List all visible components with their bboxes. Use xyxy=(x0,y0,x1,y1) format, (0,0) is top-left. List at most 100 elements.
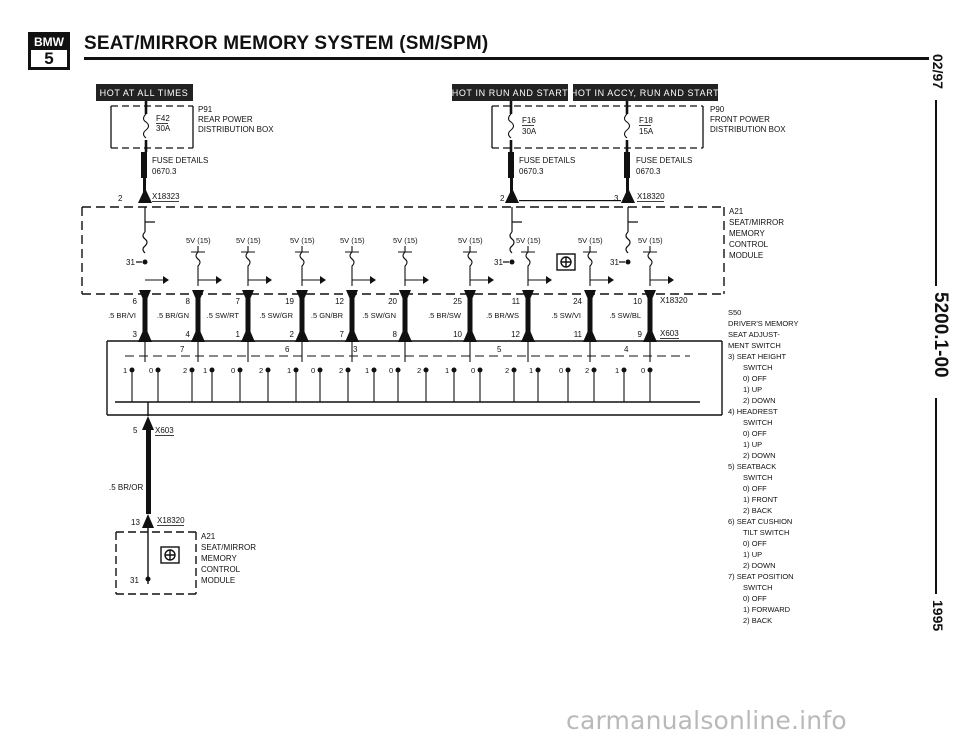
module-a21-line3: CONTROL xyxy=(729,240,769,249)
connector-x603-pin xyxy=(583,326,597,342)
signal-arrow xyxy=(370,276,376,284)
pin-thirteen: 13 xyxy=(131,518,140,527)
wire-color: .5 SW/VI xyxy=(551,311,581,320)
harness-wire xyxy=(299,290,305,342)
ground-wire xyxy=(146,430,151,514)
signal-arrow xyxy=(488,276,494,284)
switch-group-number: 7 xyxy=(180,345,185,354)
title-rule xyxy=(84,57,929,60)
top-pin-number: 6 xyxy=(133,297,138,306)
legend-line: 2) DOWN xyxy=(743,396,776,405)
switch-position-label: 1 xyxy=(615,366,619,375)
bottom-pin-number: 1 xyxy=(236,330,241,339)
switch-contact xyxy=(423,367,429,373)
switch-position-label: 2 xyxy=(505,366,509,375)
legend-line: 2) DOWN xyxy=(743,561,776,570)
ground-31-left: 31 xyxy=(126,258,135,267)
fuse-details-left-label: FUSE DETAILS xyxy=(152,156,208,165)
connector-x18320-pin xyxy=(584,290,596,304)
supply-label: 5V (15) xyxy=(638,236,663,245)
wire-color: .5 GN/BR xyxy=(311,311,344,320)
switch-contact xyxy=(209,367,215,373)
switch-contact xyxy=(189,367,195,373)
switch-contact xyxy=(345,367,351,373)
legend-header-line: DRIVER'S MEMORY xyxy=(728,319,798,328)
connector-x18320-pin xyxy=(192,290,204,304)
legend-header-line: S50 xyxy=(728,308,741,317)
signal-arrow xyxy=(423,276,429,284)
supply-label: 5V (15) xyxy=(458,236,483,245)
wire-layer: 5V (15)5V (15)5V (15)5V (15)5V (15)5V (1… xyxy=(108,236,688,342)
module-a21-lower-line4: MODULE xyxy=(201,576,235,585)
harness-wire xyxy=(349,290,355,342)
legend-line: 0) OFF xyxy=(743,594,767,603)
fuse-f42-rating: 30A xyxy=(156,124,171,133)
connector-x18320-pin xyxy=(296,290,308,304)
legend-line: 0) OFF xyxy=(743,374,767,383)
legend-line: 1) FORWARD xyxy=(743,605,791,614)
legend-line: 6) SEAT CUSHION xyxy=(728,517,792,526)
bottom-pin-number: 7 xyxy=(340,330,345,339)
switch-lead xyxy=(186,372,198,403)
legend-line: 2) DOWN xyxy=(743,451,776,460)
switch-common-bus xyxy=(115,401,700,416)
fuse-details-right-label: FUSE DETAILS xyxy=(636,156,692,165)
switch-position-label: 1 xyxy=(365,366,369,375)
switch-contact xyxy=(317,367,323,373)
switch-contact xyxy=(293,367,299,373)
wire-color: .5 SW/GN xyxy=(362,311,396,320)
box-p91-line2: DISTRIBUTION BOX xyxy=(198,125,274,134)
switch-position-label: 0 xyxy=(559,366,563,375)
legend-line: 2) BACK xyxy=(743,506,772,515)
ground-31-lower: 31 xyxy=(130,576,139,585)
signal-arrow xyxy=(320,276,326,284)
switch-lead xyxy=(126,372,138,403)
connector-x603-underline xyxy=(660,338,679,339)
switch-contact xyxy=(591,367,597,373)
wire-color: .5 BR/VI xyxy=(108,311,136,320)
connector-x18323-underline xyxy=(152,201,179,202)
legend-line: 1) FRONT xyxy=(743,495,778,504)
wire-color: .5 SW/RT xyxy=(207,311,240,320)
connector-x18320-pin xyxy=(139,290,151,304)
switch-group-number: 4 xyxy=(624,345,629,354)
fuse-f42-underline xyxy=(156,123,168,124)
legend-line: 0) OFF xyxy=(743,484,767,493)
ground-node-lower xyxy=(145,576,151,582)
fuse-f16-rating: 30A xyxy=(522,127,537,136)
box-p91-id: P91 xyxy=(198,105,213,114)
connector-x603-pin xyxy=(295,326,309,342)
harness-wire xyxy=(142,290,148,342)
switch-lead xyxy=(532,372,544,403)
switch-lead xyxy=(448,372,460,403)
connector-x18320-pin xyxy=(644,290,656,304)
legend-line: 7) SEAT POSITION xyxy=(728,572,794,581)
switch-position-label: 2 xyxy=(417,366,421,375)
banner-text: HOT AT ALL TIMES xyxy=(100,88,189,98)
banner-text: HOT IN ACCY, RUN AND START xyxy=(571,88,719,98)
fuse-details-right-ref: 0670.3 xyxy=(636,167,661,176)
switch-contact xyxy=(621,367,627,373)
banner-hot-in-accy-run-and-start: HOT IN ACCY, RUN AND START xyxy=(571,84,719,101)
connector-x18320-pin xyxy=(346,290,358,304)
pin-two-left: 2 xyxy=(118,194,123,203)
fuse-details-mid-label: FUSE DETAILS xyxy=(519,156,575,165)
signal-arrow xyxy=(216,276,222,284)
module-a21-lower-outline xyxy=(115,528,197,595)
module-a21-lower-id: A21 xyxy=(201,532,216,541)
fuse-detail-bar-right xyxy=(624,152,630,178)
module-a21-lower-line2: MEMORY xyxy=(201,554,238,563)
module-a21-outline xyxy=(81,206,725,295)
switch-s50-outline xyxy=(106,340,723,416)
switch-position-label: 1 xyxy=(445,366,449,375)
fuse-f18-rating: 15A xyxy=(639,127,654,136)
harness-wire xyxy=(195,290,201,342)
legend-line: SWITCH xyxy=(743,418,773,427)
supply-label: 5V (15) xyxy=(290,236,315,245)
bottom-pin-number: 11 xyxy=(574,330,583,339)
signal-arrow xyxy=(266,276,272,284)
connector-x18320-lower-label: X18320 xyxy=(157,516,185,525)
bottom-pin-number: 2 xyxy=(290,330,295,339)
supply-trace xyxy=(583,246,597,286)
